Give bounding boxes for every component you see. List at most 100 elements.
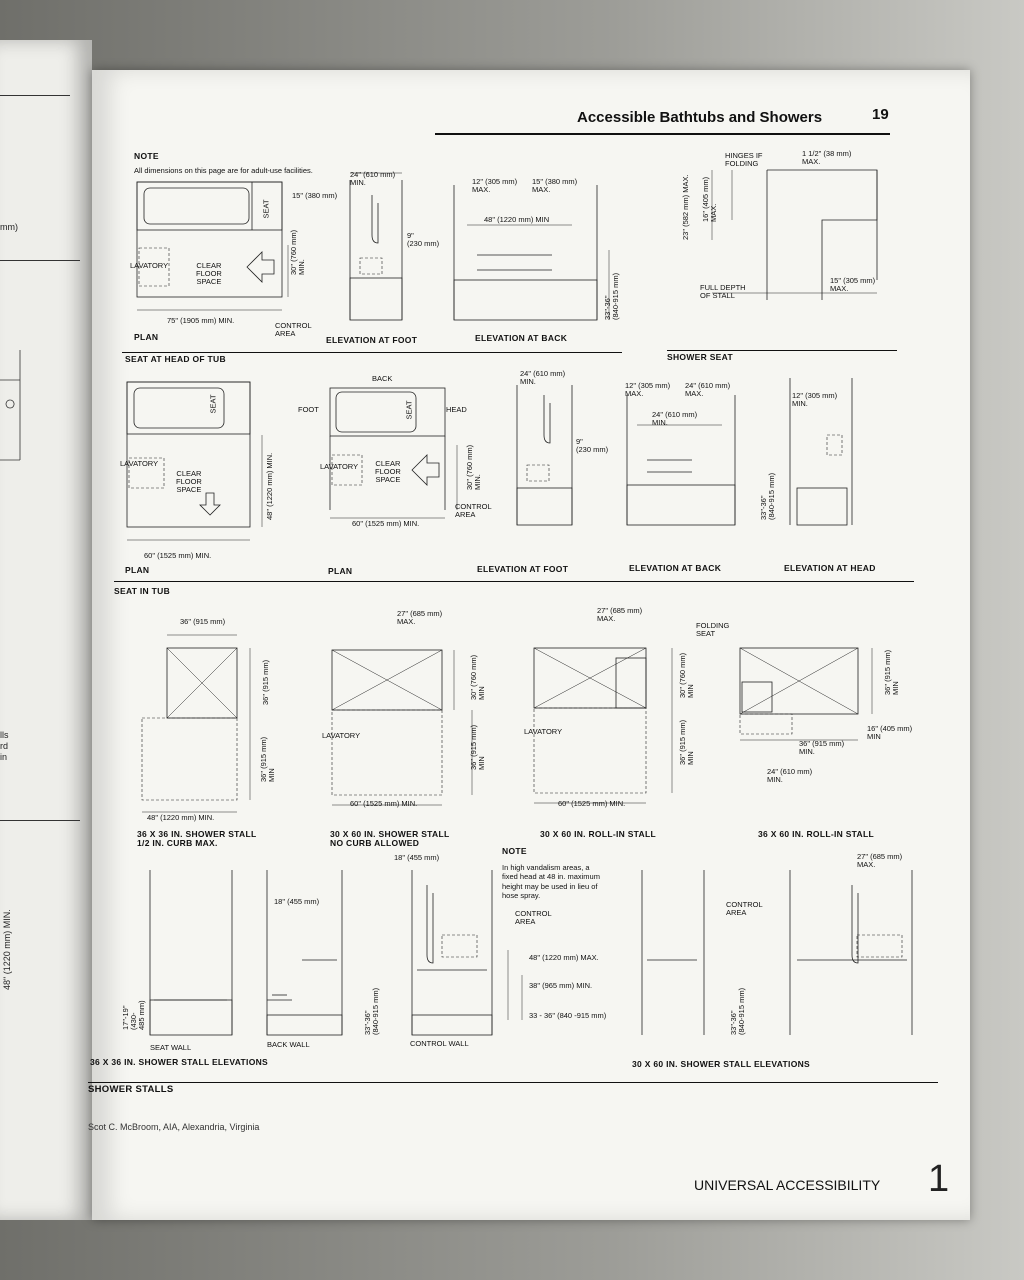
dim-label: 30" (760 mm) MIN bbox=[678, 652, 695, 698]
seat-label: SEAT bbox=[261, 199, 271, 219]
dim-label: 60" (1525 mm) MIN. bbox=[352, 519, 420, 528]
dim-label: 23" (582 mm) MAX. bbox=[681, 174, 690, 240]
dim-label: 24" (610 mm) MIN. bbox=[652, 410, 698, 427]
section-title: SHOWER SEAT bbox=[667, 352, 733, 362]
dim-label: 30" (760 mm) MIN. bbox=[465, 444, 482, 490]
note-heading: NOTE bbox=[134, 151, 159, 161]
clear-floor-label: CLEAR FLOOR SPACE bbox=[375, 459, 401, 484]
left-page-text: rd bbox=[0, 741, 9, 751]
lavatory-label: LAVATORY bbox=[130, 261, 169, 270]
dim-label: 33"-36" (840-915 mm) bbox=[729, 987, 746, 1035]
left-page: mm) lls rd in 48" (1220 mm) MIN. bbox=[0, 40, 92, 1220]
dim-label: 24" (610 mm) MIN. bbox=[350, 170, 396, 187]
plan-label: PLAN bbox=[125, 565, 150, 575]
chapter-title: UNIVERSAL ACCESSIBILITY bbox=[694, 1177, 881, 1193]
stall-label: 30 X 60 IN. ROLL-IN STALL bbox=[540, 829, 656, 839]
dim-label: 27" (685 mm) MAX. bbox=[857, 852, 903, 869]
control-area-label: CONTROL AREA bbox=[515, 909, 552, 926]
elevation-label: ELEVATION AT BACK bbox=[475, 333, 568, 343]
plan-label: PLAN bbox=[328, 566, 353, 576]
elevation-label: ELEVATION AT HEAD bbox=[784, 563, 876, 573]
elevation-label: ELEVATION AT FOOT bbox=[477, 564, 569, 574]
left-page-diagram bbox=[0, 350, 21, 461]
elevation-label: 36 X 36 IN. SHOWER STALL ELEVATIONS bbox=[90, 1057, 269, 1067]
lavatory-label: LAVATORY bbox=[120, 459, 159, 468]
dim-label: 48" (1220 mm) MIN. bbox=[147, 813, 215, 822]
dim-label: 18" (455 mm) bbox=[394, 853, 440, 862]
section-rule bbox=[114, 581, 914, 582]
header-rule bbox=[435, 133, 890, 135]
elevation-label: ELEVATION AT BACK bbox=[629, 563, 722, 573]
dim-label: 36" (915 mm) MIN bbox=[678, 719, 695, 765]
left-page-rule bbox=[0, 95, 70, 96]
dim-label: 12" (305 mm) MAX. bbox=[625, 381, 671, 398]
dim-label: 1 1/2" (38 mm) MAX. bbox=[802, 149, 852, 166]
dim-label: HINGES IF FOLDING bbox=[725, 151, 763, 168]
dim-label: 30" (760 mm) MIN. bbox=[289, 229, 306, 275]
dim-label: 33"-36" (840-915 mm) bbox=[759, 472, 776, 520]
dim-label: 30" (760 mm) MIN bbox=[469, 654, 486, 700]
stall-label: 30 X 60 IN. SHOWER STALL NO CURB ALLOWED bbox=[330, 829, 450, 848]
section-title: SHOWER STALLS bbox=[88, 1084, 174, 1095]
elevation-label: ELEVATION AT FOOT bbox=[326, 335, 418, 345]
note-text: In high vandalism areas, a fixed head at… bbox=[502, 863, 600, 901]
left-page-rule bbox=[0, 260, 80, 261]
credit-text: Scot C. McBroom, AIA, Alexandria, Virgin… bbox=[88, 1122, 260, 1132]
dim-label: 48" (1220 mm) MAX. bbox=[529, 953, 599, 962]
dim-label: 18" (455 mm) bbox=[274, 897, 320, 906]
control-area-label: CONTROL AREA bbox=[455, 502, 492, 519]
seat-label: SEAT bbox=[404, 400, 414, 420]
dim-label: 16" (405 mm) MIN bbox=[867, 724, 913, 741]
dim-label: 48" (1220 mm) MIN. bbox=[265, 452, 274, 520]
section-title: SEAT IN TUB bbox=[114, 586, 171, 596]
dim-label: 24" (610 mm) MAX. bbox=[685, 381, 731, 398]
dim-label: 15" (380 mm) bbox=[292, 191, 338, 200]
elevation-label: 30 X 60 IN. SHOWER STALL ELEVATIONS bbox=[632, 1059, 811, 1069]
chapter-number: 1 bbox=[928, 1158, 950, 1200]
lavatory-label: LAVATORY bbox=[320, 462, 359, 471]
left-page-text: lls bbox=[0, 730, 9, 740]
back-label: BACK bbox=[372, 374, 393, 383]
dim-label: 36" (915 mm) MIN bbox=[259, 736, 276, 782]
lavatory-label: LAVATORY bbox=[322, 731, 361, 740]
head-label: HEAD bbox=[446, 405, 467, 414]
wall-label: SEAT WALL bbox=[150, 1043, 192, 1052]
left-page-text: mm) bbox=[0, 222, 18, 232]
section-rule bbox=[88, 1082, 938, 1083]
dim-label: 24" (610 mm) MIN. bbox=[767, 767, 813, 784]
note-text: All dimensions on this page are for adul… bbox=[134, 166, 313, 175]
dim-label: 12" (305 mm) MIN. bbox=[792, 391, 838, 408]
wall-label: CONTROL WALL bbox=[410, 1039, 469, 1048]
dim-label: 60" (1525 mm) MIN. bbox=[558, 799, 626, 808]
dim-label: 17"-19" (430- 485 mm) bbox=[121, 1000, 146, 1030]
dim-label: 27" (685 mm) MAX. bbox=[397, 609, 443, 626]
dim-label: 60" (1525 mm) MIN. bbox=[144, 551, 212, 560]
left-page-rule bbox=[0, 820, 80, 821]
stall-label: 36 X 36 IN. SHOWER STALL 1/2 IN. CURB MA… bbox=[137, 829, 257, 848]
wall-label: BACK WALL bbox=[267, 1040, 310, 1049]
dim-label: 15" (305 mm) MAX. bbox=[830, 276, 876, 293]
page-title: Accessible Bathtubs and Showers bbox=[577, 109, 823, 126]
section-rule bbox=[122, 352, 622, 353]
folding-seat-label: FOLDING SEAT bbox=[696, 621, 730, 638]
dim-label: 9" (230 mm) bbox=[407, 231, 440, 248]
dim-label: FULL DEPTH OF STALL bbox=[700, 283, 746, 300]
section-rule bbox=[667, 350, 897, 351]
control-area-label: CONTROL AREA bbox=[726, 900, 763, 917]
dim-label: 24" (610 mm) MIN. bbox=[520, 369, 566, 386]
clear-floor-label: CLEAR FLOOR SPACE bbox=[196, 261, 222, 286]
clear-floor-label: CLEAR FLOOR SPACE bbox=[176, 469, 202, 494]
dim-label: 75" (1905 mm) MIN. bbox=[167, 316, 235, 325]
dim-label: 36" (915 mm) bbox=[180, 617, 226, 626]
stall-label: 36 X 60 IN. ROLL-IN STALL bbox=[758, 829, 874, 839]
dim-label: 36" (915 mm) MIN bbox=[469, 724, 486, 770]
dim-label: 36" (915 mm) MIN. bbox=[799, 739, 845, 756]
dim-label: 48" (1220 mm) MIN bbox=[484, 215, 550, 224]
plan-label: PLAN bbox=[134, 332, 159, 342]
dim-label: 15" (380 mm) MAX. bbox=[532, 177, 578, 194]
left-page-text: in bbox=[0, 752, 8, 762]
foot-label: FOOT bbox=[298, 405, 319, 414]
dim-label: 9" (230 mm) bbox=[576, 437, 609, 454]
dim-label: 36" (915 mm) MIN bbox=[883, 649, 900, 695]
page-number: 19 bbox=[872, 106, 889, 123]
